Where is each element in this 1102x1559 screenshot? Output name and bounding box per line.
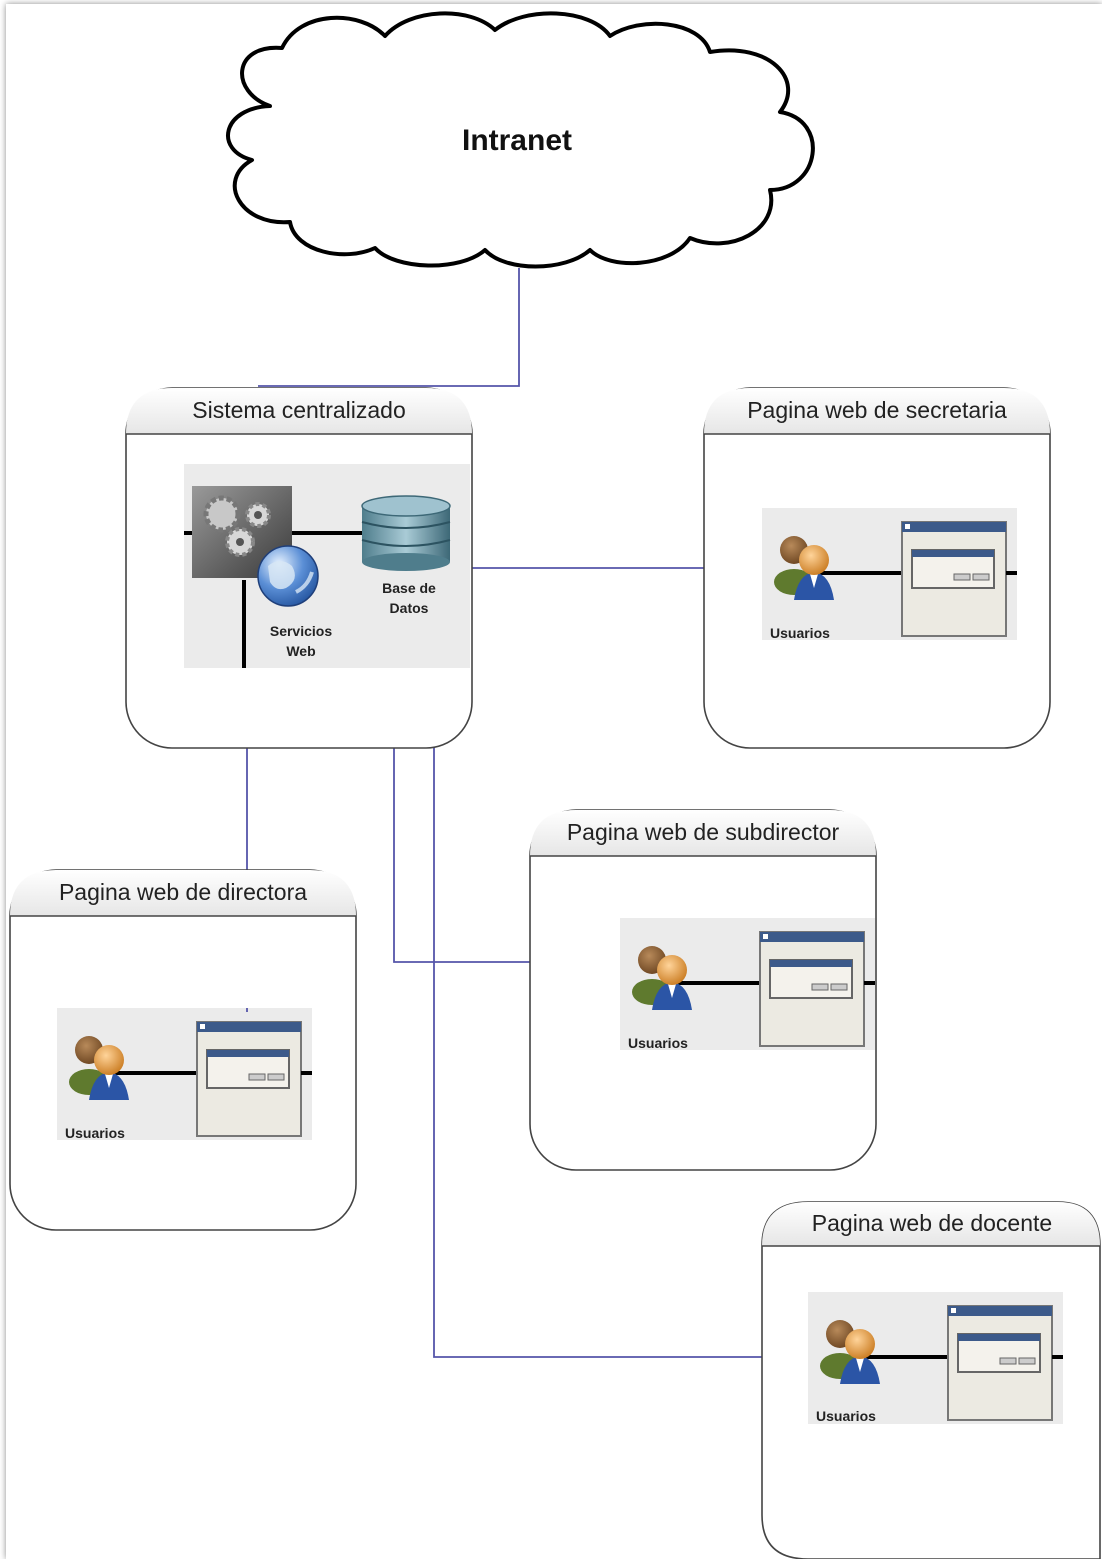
connector-intranet-central	[258, 268, 520, 387]
page-box-subdirector: Pagina web de subdirector Usuarios	[529, 809, 877, 1171]
db-label-line2: Datos	[390, 600, 429, 616]
globe-icon	[257, 545, 319, 607]
intranet-label: Intranet	[462, 124, 572, 157]
users-label: Usuarios	[770, 625, 830, 641]
page-box-docente: Pagina web de docente Usuarios	[761, 1201, 1101, 1559]
page-title-directora: Pagina web de directora	[59, 879, 307, 905]
page-box-secretaria: Pagina web de secretaria Usuarios	[703, 387, 1051, 749]
users-window-icon	[55, 1006, 314, 1142]
users-window-icon	[618, 916, 877, 1052]
page-title-subdirector: Pagina web de subdirector	[567, 819, 840, 845]
intranet-cloud: Intranet	[226, 11, 815, 269]
users-window-icon	[806, 1290, 1065, 1426]
page-title-docente: Pagina web de docente	[812, 1210, 1052, 1236]
connector-db-docente	[433, 674, 814, 1358]
central-system-title: Sistema centralizado	[192, 397, 406, 423]
services-label-line1: Servicios	[270, 623, 332, 639]
users-label: Usuarios	[628, 1035, 688, 1051]
database-icon	[361, 495, 451, 571]
users-label: Usuarios	[65, 1125, 125, 1141]
users-label: Usuarios	[816, 1408, 876, 1424]
services-label-line2: Web	[286, 643, 315, 659]
central-system-box: Sistema centralizado Servicios	[125, 387, 473, 749]
page-box-directora: Pagina web de directora Usuarios	[9, 869, 357, 1231]
gears-server-icon	[192, 486, 292, 578]
page-title-secretaria: Pagina web de secretaria	[747, 397, 1007, 423]
users-window-icon	[760, 506, 1019, 642]
db-label-line1: Base de	[382, 580, 436, 596]
